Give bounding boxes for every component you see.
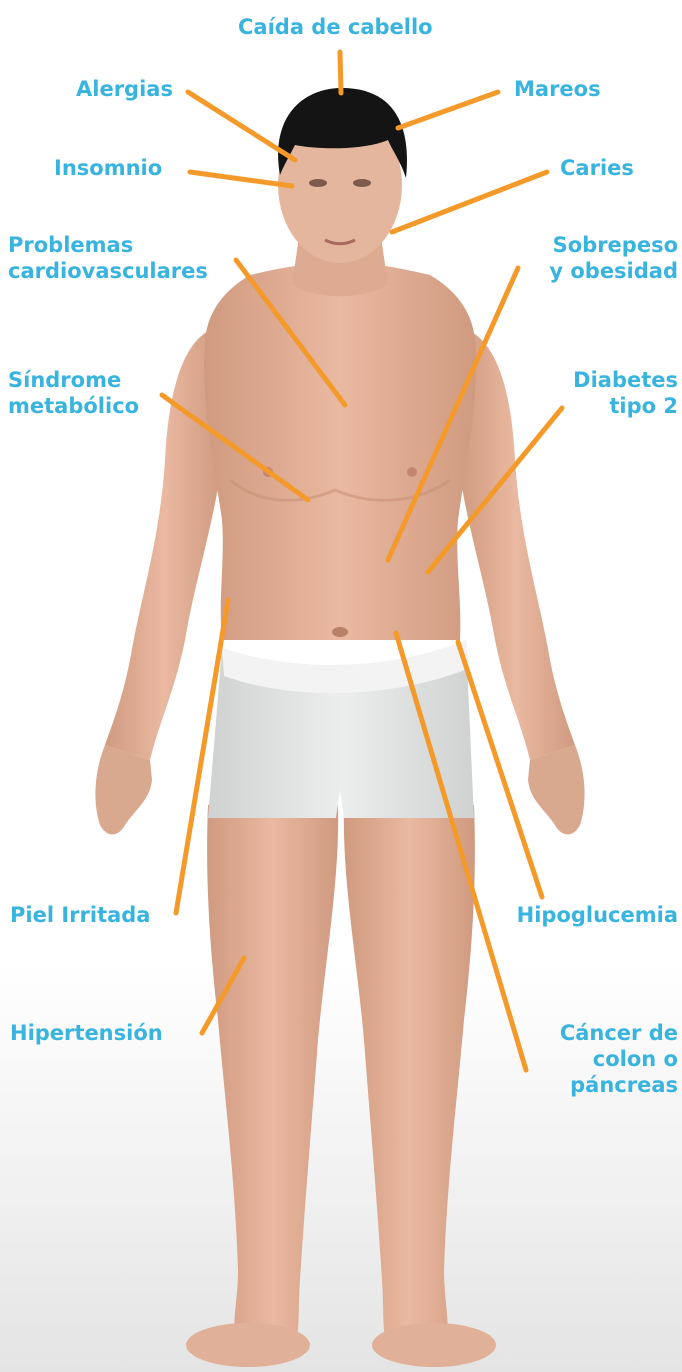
label-diabetes-line1: Diabetes xyxy=(573,367,678,393)
label-dizziness: Mareos xyxy=(514,76,601,102)
label-overweight-line2: y obesidad xyxy=(549,258,678,284)
label-overweight-line1: Sobrepeso xyxy=(549,232,678,258)
right-leg xyxy=(344,805,475,1345)
label-metabolic-line2: metabólico xyxy=(8,393,139,419)
label-cardiovascular: Problemas cardiovasculares xyxy=(8,232,208,284)
leader-insomnia xyxy=(190,172,292,186)
label-metabolic-line1: Síndrome xyxy=(8,367,139,393)
label-hypertension: Hipertensión xyxy=(10,1020,163,1046)
label-caries: Caries xyxy=(560,155,634,181)
leader-hair-loss xyxy=(340,52,341,93)
label-hypoglycemia: Hipoglucemia xyxy=(517,902,678,928)
label-cardiovascular-line1: Problemas xyxy=(8,232,208,258)
label-cancer: Cáncer de colon o páncreas xyxy=(560,1020,678,1098)
left-eye xyxy=(309,179,327,187)
label-overweight: Sobrepeso y obesidad xyxy=(549,232,678,284)
label-skin: Piel Irritada xyxy=(10,902,150,928)
label-metabolic: Síndrome metabólico xyxy=(8,367,139,419)
label-insomnia: Insomnio xyxy=(54,155,162,181)
left-leg xyxy=(207,805,338,1345)
label-diabetes: Diabetes tipo 2 xyxy=(573,367,678,419)
label-diabetes-line2: tipo 2 xyxy=(573,393,678,419)
label-cancer-line3: páncreas xyxy=(560,1072,678,1098)
navel xyxy=(332,627,348,637)
leader-caries xyxy=(392,172,547,232)
label-cancer-line2: colon o xyxy=(560,1046,678,1072)
left-foot xyxy=(186,1323,310,1367)
leader-dizziness xyxy=(398,92,498,128)
label-cancer-line1: Cáncer de xyxy=(560,1020,678,1046)
label-allergies: Alergias xyxy=(76,76,173,102)
left-hand xyxy=(95,745,152,834)
right-eye xyxy=(353,179,371,187)
label-cardiovascular-line2: cardiovasculares xyxy=(8,258,208,284)
label-hair-loss: Caída de cabello xyxy=(238,14,433,40)
leader-allergies xyxy=(188,92,295,160)
right-foot xyxy=(372,1323,496,1367)
right-nipple xyxy=(407,467,417,477)
right-hand xyxy=(528,745,585,834)
